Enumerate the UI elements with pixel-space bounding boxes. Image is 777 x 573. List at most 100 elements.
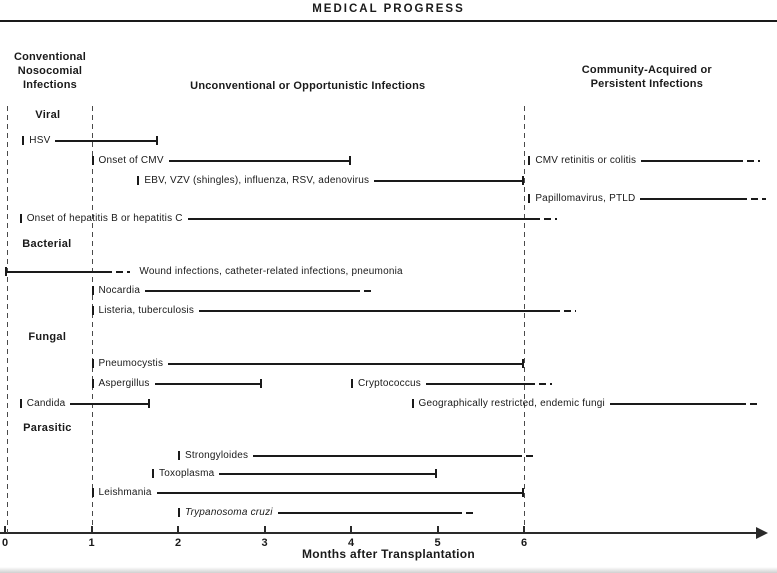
bar-label: Wound infections, catheter-related infec… <box>139 266 403 277</box>
bar-line <box>425 382 529 385</box>
x-axis-tick-label: 1 <box>88 537 95 549</box>
x-axis-title: Months after Transplantation <box>301 547 476 561</box>
bar-start-tick <box>19 399 22 408</box>
bar-start-tick <box>5 267 7 276</box>
bar-end-tick <box>148 399 151 408</box>
bar-line-dashed <box>454 511 474 514</box>
timeline-bar: Strongyloides <box>178 450 537 461</box>
x-axis-tick <box>263 526 266 534</box>
bar-end-tick <box>349 156 351 165</box>
group-label-parasitic: Parasitic <box>23 422 72 434</box>
dashed-gridline-month-6 <box>524 106 525 533</box>
bar-label: Papillomavirus, PTLD <box>535 193 636 204</box>
x-axis-tick-label: 2 <box>174 537 182 549</box>
bar-line <box>156 491 522 494</box>
bar-start-tick <box>411 399 414 408</box>
bar-label: CMV retinitis or colitis <box>535 155 637 166</box>
group-label-fungal: Fungal <box>28 331 67 343</box>
timeline-bar: Pneumocystis <box>91 358 524 369</box>
bar-label: Toxoplasma <box>159 468 215 479</box>
bar-end-tick <box>522 359 524 368</box>
timeline-bar: Nocardia <box>91 285 375 296</box>
bar-line <box>219 472 436 475</box>
bar-line-dashed <box>528 382 552 385</box>
bar-line <box>145 289 353 292</box>
bar-start-tick <box>91 359 94 368</box>
x-axis-tick <box>90 526 93 534</box>
timeline-bar: Onset of CMV <box>91 155 351 166</box>
x-axis-tick-label: 3 <box>261 537 268 549</box>
bar-line <box>641 159 736 162</box>
bar-label: Geographically restricted, endemic fungi <box>418 398 605 409</box>
timeline-bar: Listeria, tuberculosis <box>91 305 576 316</box>
timeline-bar: Cryptococcus <box>351 378 552 389</box>
bar-label: Pneumocystis <box>98 358 164 369</box>
timeline-bar: Aspergillus <box>91 378 262 389</box>
bar-label: Listeria, tuberculosis <box>98 305 195 316</box>
bar-line <box>55 139 157 142</box>
bar-label: Nocardia <box>98 285 141 296</box>
bar-line <box>253 454 516 457</box>
figure-title: MEDICAL PROGRESS <box>312 3 465 15</box>
column-header-1: Unconventional or Opportunistic Infectio… <box>183 79 433 93</box>
bar-line-dashed <box>738 402 758 405</box>
column-header-line: Infections <box>23 79 77 91</box>
bar-start-tick <box>91 379 94 388</box>
bar-line <box>168 362 522 365</box>
bar-line-dashed <box>515 454 537 457</box>
bar-end-tick <box>522 488 524 497</box>
bar-line-dashed <box>735 159 761 162</box>
x-axis-tick-label: 4 <box>347 537 355 549</box>
bar-line <box>187 217 533 220</box>
bar-label: EBV, VZV (shingles), influenza, RSV, ade… <box>144 175 370 186</box>
bar-end-tick <box>521 176 524 185</box>
bar-end-tick <box>435 469 438 478</box>
bar-label: Cryptococcus <box>358 378 421 389</box>
bar-label: Candida <box>26 398 66 409</box>
timeline-bar: EBV, VZV (shingles), influenza, RSV, ade… <box>137 175 524 186</box>
bar-line <box>70 402 149 405</box>
bar-line <box>199 309 553 312</box>
timeline-bar: Toxoplasma <box>152 468 438 479</box>
bar-label: Strongyloides <box>185 450 249 461</box>
group-label-bacterial: Bacterial <box>22 238 72 250</box>
bar-label: Leishmania <box>98 487 152 498</box>
group-label-viral: Viral <box>35 109 61 121</box>
timeline-bar: HSV <box>22 135 159 146</box>
x-axis-tick <box>4 526 6 534</box>
x-axis-tick <box>436 526 439 534</box>
bar-start-tick <box>528 156 531 165</box>
scan-edge-shadow <box>0 567 777 573</box>
x-axis-tick <box>177 526 179 534</box>
x-axis-tick <box>523 526 525 534</box>
bar-line <box>168 159 349 162</box>
timeline-bar: Onset of hepatitis B or hepatitis C <box>19 213 557 224</box>
bar-start-tick <box>137 176 140 185</box>
bar-label: Onset of hepatitis B or hepatitis C <box>26 213 183 224</box>
dashed-gridline-month-0 <box>6 106 8 533</box>
bar-label: Onset of CMV <box>98 155 164 166</box>
timeline-bar: Wound infections, catheter-related infec… <box>5 266 408 277</box>
bar-start-tick <box>152 469 155 478</box>
timeline-bar: Leishmania <box>91 487 524 498</box>
bar-line-dashed <box>552 309 576 312</box>
timeline-bar: CMV retinitis or colitis <box>528 155 761 166</box>
bar-start-tick <box>19 214 22 223</box>
bar-line <box>7 270 106 273</box>
bar-start-tick <box>91 306 94 315</box>
x-axis-tick-label: 0 <box>1 537 9 549</box>
column-header-line: Nosocomial <box>17 65 83 77</box>
timeline-bar: Papillomavirus, PTLD <box>528 193 767 204</box>
bar-line-dashed <box>740 197 767 200</box>
bar-label: Trypanosoma cruzi <box>185 507 273 518</box>
bar-label: Aspergillus <box>98 378 150 389</box>
bar-start-tick <box>91 488 94 497</box>
bar-line-dashed <box>352 289 375 292</box>
x-axis <box>0 532 758 534</box>
bar-start-tick <box>528 194 531 203</box>
bar-line <box>277 511 455 514</box>
column-header-line: Persistent Infections <box>590 78 704 90</box>
